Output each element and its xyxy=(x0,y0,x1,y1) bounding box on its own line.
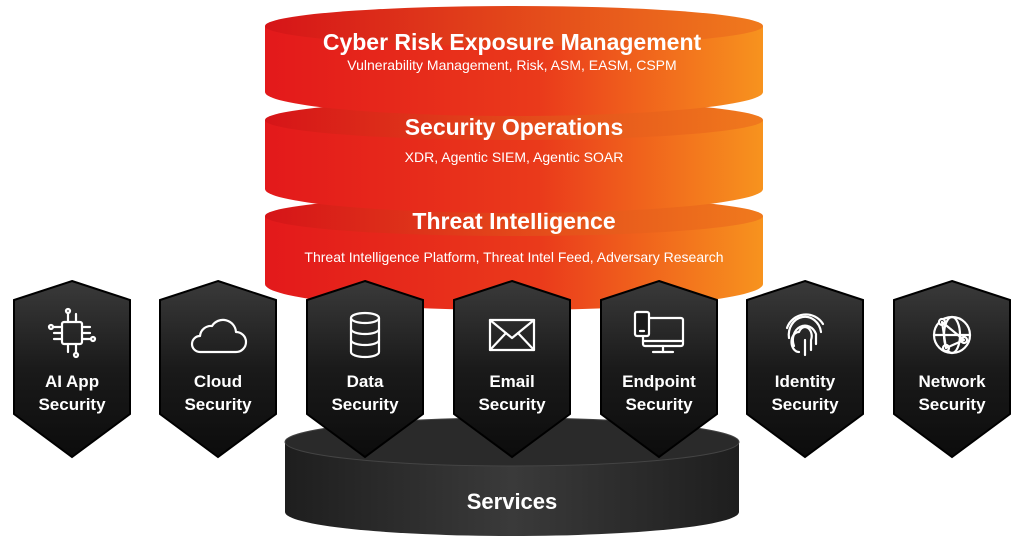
shield-network-security: Network Security xyxy=(893,279,1011,459)
shield-label-line2: Security xyxy=(478,395,546,414)
devices-icon xyxy=(633,310,685,354)
database-icon xyxy=(349,311,381,359)
layer-title: Security Operations xyxy=(405,114,624,140)
shield-label-line1: Data xyxy=(347,372,384,391)
shield-label-line1: Network xyxy=(918,372,986,391)
shield-label-line1: Identity xyxy=(775,372,836,391)
layer-security-operations: Security Operations XDR, Agentic SIEM, A… xyxy=(265,100,763,213)
fingerprint-icon xyxy=(785,313,825,357)
shield-label-line2: Security xyxy=(918,395,986,414)
shield-label-line1: Email xyxy=(489,372,534,391)
shield-label-line2: Security xyxy=(625,395,693,414)
shield-email-security: Email Security xyxy=(453,279,571,459)
layer-cyber-risk-exposure: Cyber Risk Exposure Management Vulnerabi… xyxy=(265,6,763,116)
layer-subtitle: XDR, Agentic SIEM, Agentic SOAR xyxy=(405,149,624,165)
shield-label-line1: Cloud xyxy=(194,372,242,391)
shield-data-security: Data Security xyxy=(306,279,424,459)
shield-identity-security: Identity Security xyxy=(746,279,864,459)
shield-label-line2: Security xyxy=(184,395,252,414)
services-label: Services xyxy=(467,489,558,514)
globe-network-icon xyxy=(932,315,972,355)
envelope-icon xyxy=(488,318,536,352)
shield-label-line2: Security xyxy=(771,395,839,414)
circuit-icon xyxy=(47,307,97,359)
shield-cloud-security: Cloud Security xyxy=(159,279,277,459)
layer-subtitle: Vulnerability Management, Risk, ASM, EAS… xyxy=(347,57,676,73)
layer-title: Cyber Risk Exposure Management xyxy=(323,29,702,55)
shield-label-line1: AI App xyxy=(45,372,99,391)
shield-label-line2: Security xyxy=(331,395,399,414)
shield-label-line1: Endpoint xyxy=(622,372,696,391)
solution-shields: AI App Security Cloud Security Data Secu… xyxy=(13,279,1011,459)
shield-endpoint-security: Endpoint Security xyxy=(600,279,718,459)
shield-ai-app-security: AI App Security xyxy=(13,279,131,459)
layer-subtitle: Threat Intelligence Platform, Threat Int… xyxy=(304,249,723,265)
shield-label-line2: Security xyxy=(38,395,106,414)
cloud-icon xyxy=(190,318,248,354)
